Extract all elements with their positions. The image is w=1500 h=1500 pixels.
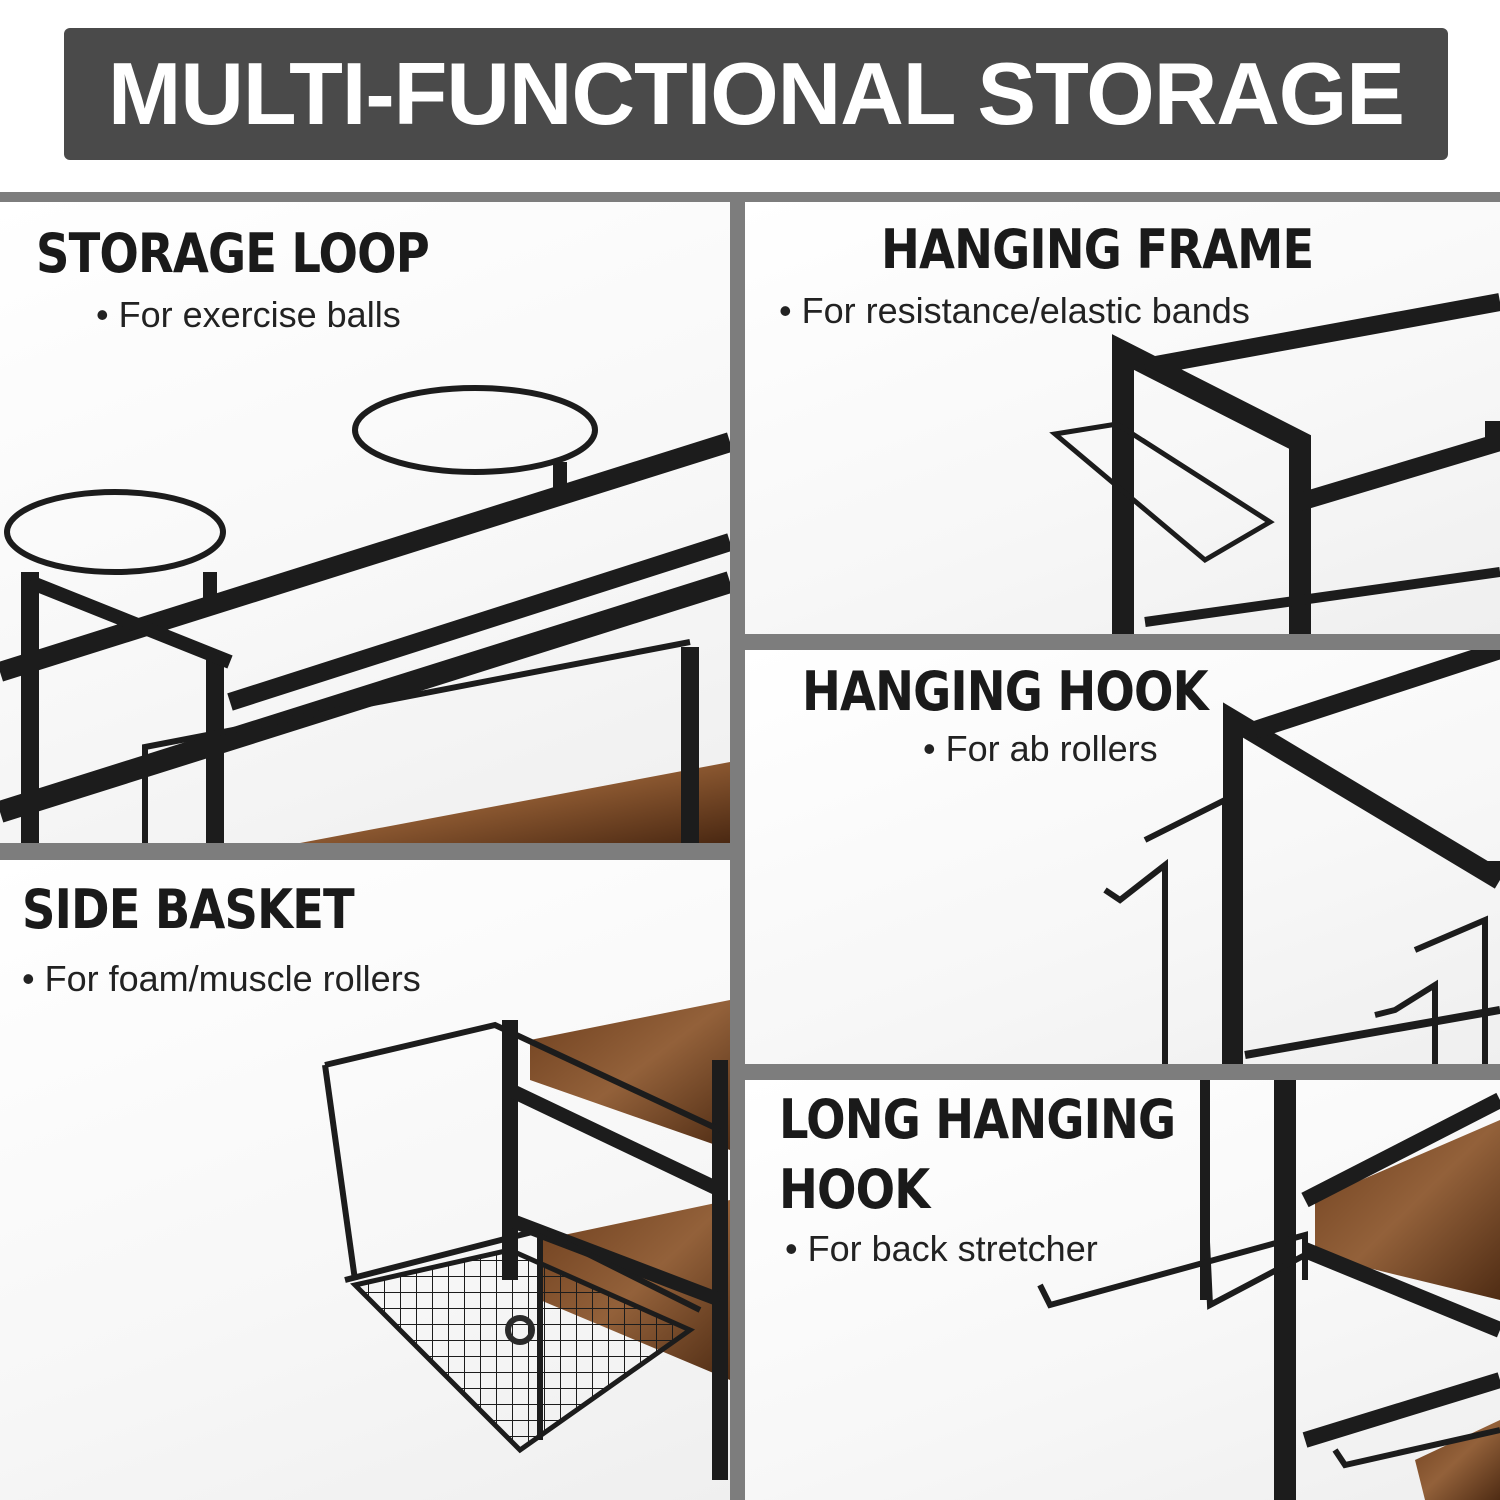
storage-loop-description: •For exercise balls bbox=[96, 294, 401, 335]
side-basket-description: •For foam/muscle rollers bbox=[22, 958, 421, 999]
hanging-hook-description: •For ab rollers bbox=[923, 728, 1158, 769]
storage-loop-illustration bbox=[0, 385, 730, 843]
hanging-hook-panel: HANGING HOOK •For ab rollers bbox=[745, 650, 1500, 1064]
hanging-hook-illustration bbox=[1103, 650, 1500, 1064]
hanging-frame-panel: HANGING FRAME •For resistance/elastic ba… bbox=[745, 202, 1500, 634]
long-hanging-hook-heading-line1: LONG HANGING bbox=[779, 1088, 1176, 1151]
title-banner: MULTI-FUNCTIONAL STORAGE bbox=[64, 28, 1448, 160]
hanging-frame-description: •For resistance/elastic bands bbox=[779, 290, 1250, 331]
side-basket-panel: SIDE BASKET •For foam/muscle rollers bbox=[0, 860, 730, 1500]
storage-loop-heading: STORAGE LOOP bbox=[36, 222, 430, 285]
long-hanging-hook-description: •For back stretcher bbox=[785, 1228, 1098, 1269]
hanging-frame-illustration bbox=[1049, 293, 1500, 634]
hanging-hook-heading: HANGING HOOK bbox=[802, 660, 1209, 723]
hanging-frame-heading: HANGING FRAME bbox=[881, 218, 1314, 281]
storage-loop-panel: STORAGE LOOP •For exercise balls bbox=[0, 202, 730, 843]
banner-title: MULTI-FUNCTIONAL STORAGE bbox=[108, 44, 1405, 143]
long-hanging-hook-illustration bbox=[1037, 1080, 1500, 1500]
side-basket-illustration bbox=[322, 1000, 730, 1480]
long-hanging-hook-heading-line2: HOOK bbox=[779, 1158, 930, 1221]
side-basket-heading: SIDE BASKET bbox=[22, 878, 355, 941]
long-hanging-hook-panel: LONG HANGING HOOK •For back stretcher bbox=[745, 1080, 1500, 1500]
